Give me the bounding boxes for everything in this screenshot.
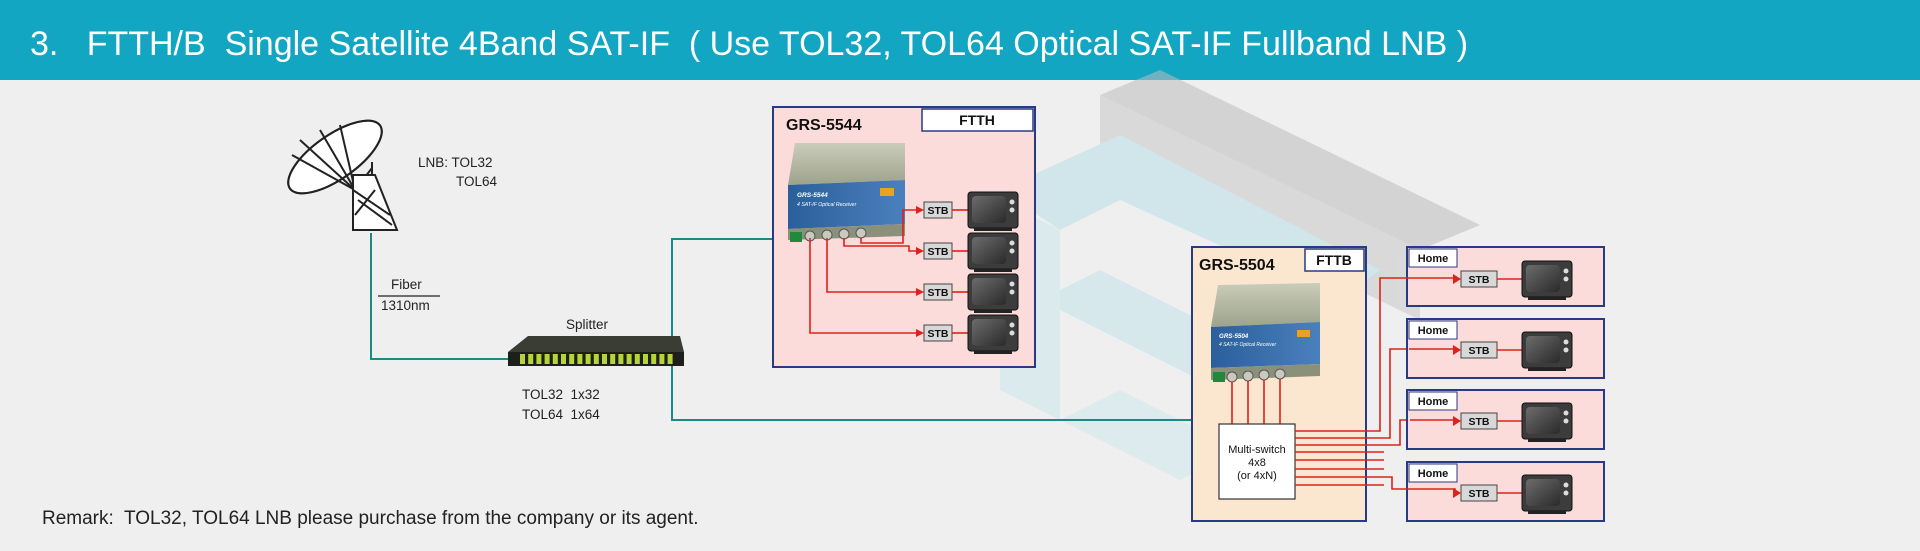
splitter-port [585,354,591,364]
home-3-label: Home [1418,396,1449,408]
splitter-port [610,354,616,364]
ftth-stb-3-label: STB [928,287,949,299]
splitter-port [659,354,665,364]
ftth-tv-icon-1 [967,191,1019,231]
fiber-lines [370,233,1204,421]
home-4-stb-label: STB [1469,488,1490,500]
home-1-tv-icon [1521,260,1573,300]
splitter-port [667,354,673,364]
home-box-2: Home STB [1406,318,1605,379]
fiber-label: Fiber [391,277,422,292]
home-1-label: Home [1418,253,1449,265]
ftth-device-title: GRS-5544 [797,192,828,199]
splitter-spec-1: TOL32 1x32 [522,387,600,402]
home-box-3: Home STB [1406,389,1605,450]
splitter-port [634,354,640,364]
home-2-label: Home [1418,325,1449,337]
fttb-type: FTTB [1316,252,1352,268]
ftth-type-tab [921,108,1034,132]
ftth-stb-tv-lines [952,209,968,334]
splitter-port [618,354,624,364]
ftth-type: FTTH [959,112,995,128]
ftth-stb-1-label: STB [928,205,949,217]
ftth-device-subtitle: 4 SAT-IF Optical Receiver [797,202,857,208]
ftth-stb-4-label: STB [928,328,949,340]
home-4-label: Home [1418,468,1449,480]
splitter-port [569,354,575,364]
ftth-stb-2-label: STB [928,246,949,258]
lnb-label-2: TOL64 [456,174,498,189]
splitter-port [520,354,525,364]
fiber-line-to-ftth [671,238,786,353]
splitter-port [528,354,534,364]
multiswitch-box [1218,423,1296,500]
multiswitch-line2: 4x8 [1248,457,1266,469]
multiswitch-line3: (or 4xN) [1237,470,1277,482]
multiswitch-line1: Multi-switch [1228,444,1285,456]
home-box-4: Home STB [1405,461,1605,522]
remark-text: Remark: TOL32, TOL64 LNB please purchase… [42,508,699,529]
header-bar [0,0,1920,80]
fttb-type-tab [1304,248,1365,272]
ftth-tv-icon-4 [967,314,1019,354]
fttb-model: GRS-5504 [1199,257,1275,274]
home-2-tv-icon [1521,331,1573,371]
ftth-tv-icon-2 [967,232,1019,272]
splitter-port [577,354,583,364]
splitter-label: Splitter [566,317,609,332]
fttb-device-subtitle: 4 SAT-IF Optical Receiver [1219,342,1276,348]
multiswitch-output-lines [1295,277,1410,490]
ftth-model: GRS-5544 [786,117,862,134]
fiber-line-to-fttb [671,353,1204,421]
ftth-coax-lines [809,209,920,334]
ftth-arrowheads [916,206,924,337]
splitter-device-icon [508,336,684,366]
fttb-receiver-device-icon: GRS-5504 4 SAT-IF Optical Receiver [1211,283,1320,383]
splitter-port [552,354,558,364]
fttb-device-title: GRS-5504 [1219,333,1249,340]
splitter-port [593,354,599,364]
satellite-dish-icon [287,119,399,231]
home-2-stb-label: STB [1469,345,1490,357]
fiber-line-lnb-splitter [370,233,511,360]
splitter-port [561,354,566,364]
splitter-port [626,354,632,364]
home-4-tv-icon [1521,474,1573,514]
fiber-wavelength: 1310nm [381,298,430,313]
splitter-port [602,354,607,364]
home-3-stb-label: STB [1469,416,1490,428]
home-box-1: Home STB [1400,246,1605,307]
splitter-spec-2: TOL64 1x64 [522,407,600,422]
splitter-port [651,354,657,364]
splitter-port [536,354,542,364]
header-title: 3. FTTH/B Single Satellite 4Band SAT-IF … [30,25,1468,63]
splitter-port [544,354,550,364]
splitter-port [643,354,648,364]
home-3-tv-icon [1521,402,1573,442]
ftth-tv-icon-3 [967,273,1019,313]
lnb-label: LNB: TOL32 [418,155,493,170]
fttb-receiver-to-multiswitch-lines [1231,379,1281,424]
home-1-stb-label: STB [1469,274,1490,286]
ftth-receiver-device-icon: GRS-5544 4 SAT-IF Optical Receiver [788,143,905,242]
homes-group: Home STB Home STB Home STB [1400,246,1605,522]
